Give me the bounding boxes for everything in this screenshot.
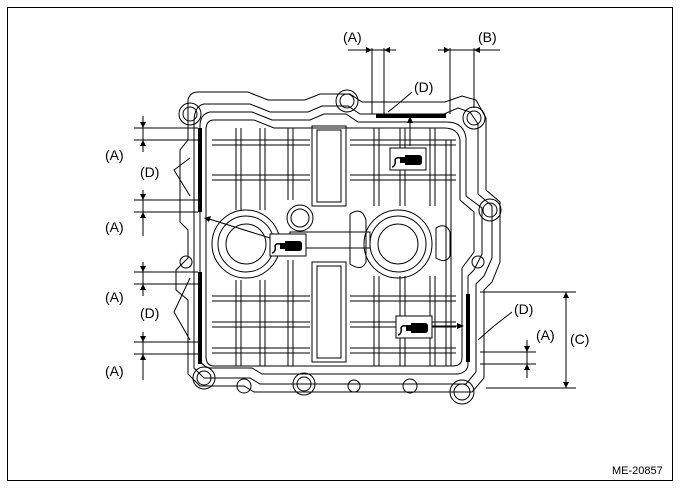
label-a: (A) <box>105 363 124 379</box>
label-d: (D) <box>140 164 159 180</box>
label-c: (C) <box>570 331 589 347</box>
strainer-bosses <box>211 209 433 279</box>
label-a: (A) <box>105 219 124 235</box>
label-d: (D) <box>414 79 433 95</box>
sealant-tube-icon <box>269 233 307 257</box>
label-b: (B) <box>478 29 497 45</box>
label-d: (D) <box>514 301 533 317</box>
label-a: (A) <box>536 327 555 343</box>
sealant-beads <box>198 114 470 364</box>
sealant-tube-icon <box>389 147 427 171</box>
label-a: (A) <box>343 29 362 45</box>
figure-frame <box>7 7 673 481</box>
figure-code: ME-20857 <box>612 465 663 477</box>
label-d: (D) <box>140 305 159 321</box>
bolt-holes <box>178 89 502 405</box>
sealant-tube-icon <box>395 315 433 339</box>
arrow-heads <box>140 47 569 388</box>
label-a: (A) <box>105 147 124 163</box>
label-a: (A) <box>105 289 124 305</box>
